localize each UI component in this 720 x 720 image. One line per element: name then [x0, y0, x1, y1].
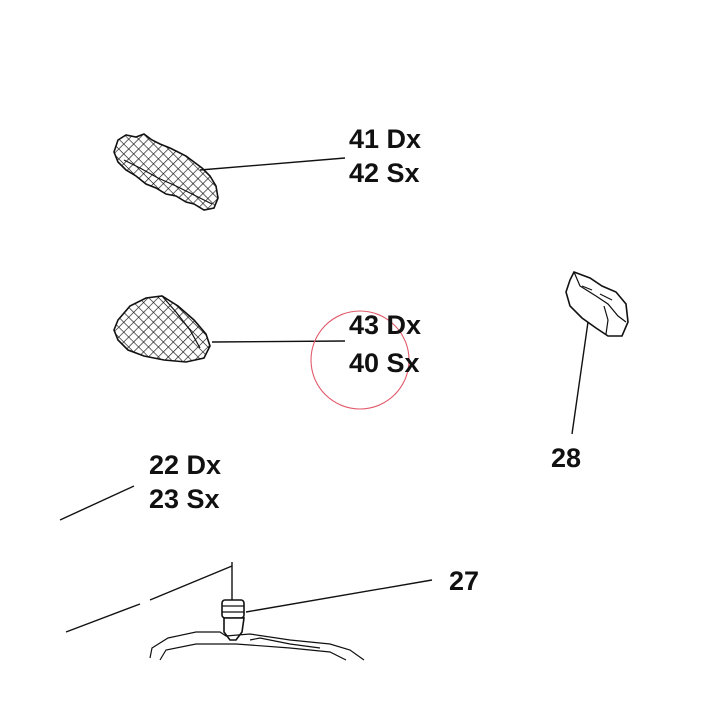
- callout-43: 43 Dx: [349, 310, 421, 340]
- leader-line-43-40: [211, 340, 346, 343]
- fastener-assembly: [65, 562, 245, 641]
- leader-line-41-42: [199, 157, 346, 171]
- lower-mesh-grille: [113, 295, 211, 363]
- callout-23: 23 Sx: [149, 484, 220, 514]
- lower-housing-panel: [149, 631, 365, 661]
- leader-line-28: [571, 321, 589, 435]
- leader-line-27: [245, 579, 433, 613]
- callout-28: 28: [551, 443, 581, 473]
- leader-line-22-23: [59, 485, 135, 521]
- highlight-circle: [310, 310, 410, 410]
- callout-42: 42 Sx: [349, 158, 420, 188]
- callout-41: 41 Dx: [349, 124, 421, 154]
- callout-27: 27: [449, 566, 479, 596]
- upper-mesh-grille: [113, 133, 219, 211]
- callout-22: 22 Dx: [149, 450, 221, 480]
- callout-40: 40 Sx: [349, 348, 420, 378]
- clip-block-28: [565, 270, 629, 337]
